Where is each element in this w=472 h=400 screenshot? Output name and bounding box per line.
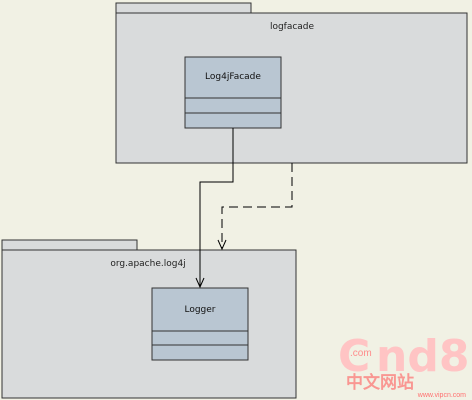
watermark-c: C xyxy=(338,331,370,382)
package-org-apache-log4j-body xyxy=(1,249,297,399)
class-log4jfacade[interactable]: Log4jFacade xyxy=(184,56,282,129)
package-org-apache-log4j-label: org.apache.log4j xyxy=(110,259,185,269)
dependency-arrow-facade-to-logger xyxy=(195,128,234,289)
package-org-apache-log4j-tab xyxy=(1,239,138,251)
class-logger[interactable]: Logger xyxy=(151,287,249,361)
package-dependency-line xyxy=(221,163,293,249)
class-logger-operations-compartment xyxy=(151,344,249,361)
package-logfacade[interactable]: logfacade xyxy=(115,2,468,164)
class-log4jfacade-label: Log4jFacade xyxy=(205,72,261,82)
package-logfacade-body xyxy=(115,12,468,164)
dependency-arrow-line xyxy=(199,128,234,287)
class-log4jfacade-operations-compartment xyxy=(184,112,282,129)
watermark-logo: C .com nd8 中文网站 www.vipcn.com xyxy=(338,331,469,399)
class-logger-label: Logger xyxy=(184,305,215,315)
class-logger-name-compartment xyxy=(151,287,249,332)
watermark-nd8: nd8 xyxy=(376,331,469,382)
class-log4jfacade-name-compartment xyxy=(184,56,282,99)
class-log4jfacade-attributes-compartment xyxy=(184,97,282,114)
package-logfacade-tab xyxy=(115,2,252,14)
package-org-apache-log4j[interactable]: org.apache.log4j xyxy=(1,239,297,399)
class-logger-attributes-compartment xyxy=(151,330,249,346)
watermark-tagline: 中文网站 xyxy=(346,372,414,393)
package-dependency-head xyxy=(217,239,227,251)
package-dependency-arrow xyxy=(217,163,293,251)
package-logfacade-label: logfacade xyxy=(270,22,315,32)
watermark-url: www.vipcn.com xyxy=(417,392,466,399)
dependency-arrow-head xyxy=(195,277,205,289)
watermark-dotcom: .com xyxy=(350,348,372,359)
